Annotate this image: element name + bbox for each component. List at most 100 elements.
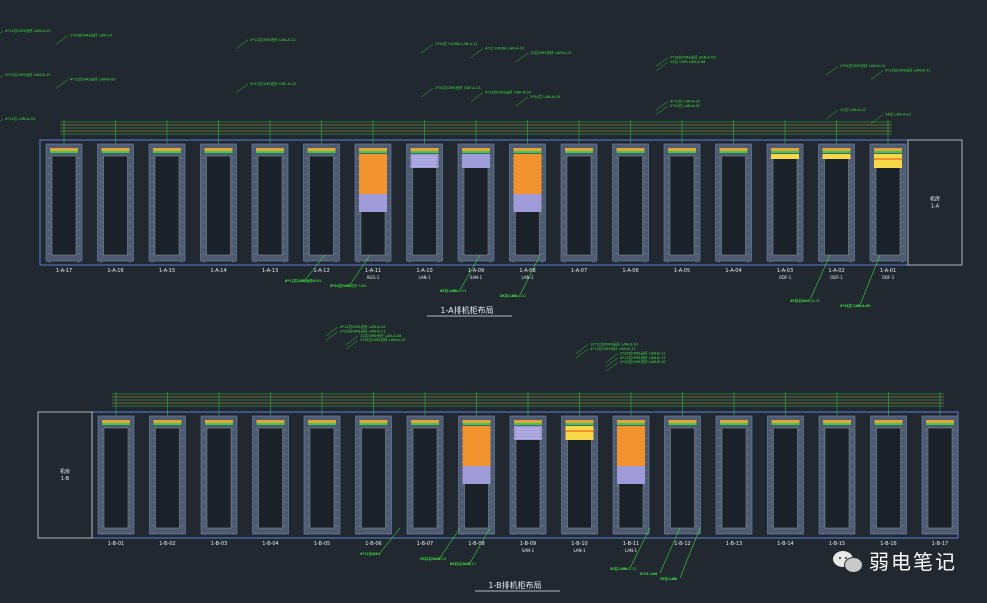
equipment-block-purple — [462, 154, 490, 168]
cable-annotation: 2*24芯OM3光纤 LAN-B-12 — [620, 350, 666, 355]
cabinet-inner — [155, 427, 180, 529]
cable-annotation: 6*12芯 LAN — [450, 561, 471, 566]
cabinet: 1-B-16 — [870, 415, 907, 547]
tray-strip-orange — [771, 148, 799, 151]
cable-annotation: 24芯 LAN-B-11 — [450, 561, 476, 566]
cabinet-label: 1-B-15 — [829, 541, 845, 547]
cable-annotation: 2*24芯OM3光纤 LAN-A-12 — [840, 63, 886, 68]
cable-annotation: 2*24芯 LAN-A-01 — [670, 103, 700, 108]
tray-strip-orange — [153, 148, 181, 151]
tray-strip-green — [719, 151, 748, 153]
tray-strip-orange — [256, 420, 285, 423]
cabinet-label: 1-B-11 — [623, 541, 639, 547]
tray-strip-green — [771, 423, 800, 425]
cabinet-inner — [154, 155, 180, 256]
cable-annotation: 4*24芯 LAN — [330, 283, 351, 288]
leader-line — [345, 335, 359, 345]
cabinet-inner — [875, 155, 901, 256]
leader-line — [420, 88, 434, 98]
cable-annotation: 2*24芯OM3光纤 LAN-B-10 — [620, 359, 666, 364]
cabinet-inner — [618, 155, 643, 256]
equipment-block-purple — [513, 194, 542, 212]
cabinet-label: 1-A-15 — [159, 268, 175, 274]
cabinet-inner — [824, 427, 850, 529]
cabinet-label: 1-B-17 — [932, 541, 948, 547]
cable-annotation: 12*12芯OM3光纤 LAN-B-10 — [590, 342, 639, 347]
cable-annotation: 24芯 OM3 LAN-A-08 — [670, 59, 706, 64]
cabinet: 1-B-13 — [715, 415, 753, 547]
tray-strip-orange — [720, 420, 748, 423]
cabinet-inner — [876, 427, 901, 529]
cabinet: 1-A-16 — [97, 143, 134, 274]
odf-block-yellow — [874, 154, 902, 168]
leader-line — [655, 105, 669, 115]
leader-line — [235, 83, 249, 93]
tray-strip-green — [102, 423, 130, 425]
cabinet-sublabel: ODF-1 — [779, 275, 792, 280]
cabinet: 1-B-07 — [406, 415, 444, 547]
tray-strip-green — [101, 151, 130, 153]
cabinet: 1-B-05 — [303, 415, 341, 547]
cable-annotation: 6*12芯 LAN-A-08 — [285, 278, 316, 283]
tray-strip-orange — [359, 420, 388, 423]
cabinet-inner — [567, 427, 592, 529]
cabinet-inner — [773, 427, 798, 529]
cable-annotation: 2*24芯OM3光纤 LAN — [330, 283, 366, 288]
tray-strip-green — [565, 151, 593, 153]
cabinet-label: 1-A-11 — [365, 268, 381, 274]
cabinet: 1-B-15 — [818, 415, 856, 547]
leader-line — [325, 331, 339, 341]
cabinet-label: 1-B-02 — [159, 541, 175, 547]
cabinet-label: 1-B-12 — [674, 541, 690, 547]
row-a-title: 1-A排机柜布局 — [440, 305, 493, 315]
tray-strip-orange — [565, 420, 594, 423]
tray-strip-orange — [102, 420, 130, 423]
equipment-block-purple — [462, 466, 491, 484]
cabinet-label: 1-B-08 — [468, 541, 484, 547]
tray-strip-green — [462, 151, 490, 153]
cabinet-label: 1-B-13 — [726, 541, 742, 547]
leader-line — [469, 527, 491, 564]
tray-strip-green — [462, 423, 491, 425]
leader-line — [870, 70, 884, 80]
leader-line — [659, 527, 681, 574]
cable-annotation: 12芯OM3光纤 LAN-A-12 — [530, 50, 571, 55]
cable-annotation: 4*12芯OM3光纤 LAN-B-09 — [70, 76, 116, 81]
tray-strip-green — [359, 423, 388, 425]
tray-strip-green — [514, 423, 542, 425]
leader-line — [870, 114, 884, 124]
cabinet: 1-A-07 — [560, 143, 598, 274]
odf-block-yellow — [565, 426, 594, 440]
cable-annotation: 4*12芯 LAN-A-02 — [670, 98, 700, 103]
leader-line — [439, 527, 461, 559]
leader-line — [235, 39, 249, 49]
cabinet: 1-B-01 — [97, 415, 135, 547]
cable-annotation: 4*12 LAN — [360, 552, 377, 556]
leader-line — [605, 362, 619, 372]
tray-strip-green — [50, 151, 78, 153]
cable-annotation: 4*12芯 LAN-A-03 — [5, 116, 35, 121]
cable-annotation: 4*12芯OM3光纤 LAN-B-11 — [885, 68, 931, 73]
leader-line — [825, 66, 839, 76]
cable-annotation: 4*12 LAN-B-11 — [610, 567, 637, 571]
cable-annotation: 2*24芯 CAT6A LAN-A-11 — [435, 41, 478, 46]
row-b-end-room — [37, 411, 93, 539]
leader-line — [629, 527, 651, 569]
tray-strip-orange — [153, 420, 182, 423]
cabinet: 1-B-03 — [200, 415, 238, 547]
row-b-end-room-label: 机房 — [60, 468, 70, 475]
tray-strip-green — [822, 151, 851, 153]
cabinet-label: 1-A-07 — [571, 268, 587, 274]
cabinet-label: 1-A-17 — [56, 268, 72, 274]
cabinet-inner — [515, 427, 541, 529]
tray-strip-orange — [823, 420, 851, 423]
cabinet-inner — [103, 427, 129, 529]
tray-strip-green — [823, 423, 851, 425]
cabinet-label: 1-A-02 — [828, 268, 844, 274]
cabinet-inner — [772, 155, 798, 256]
leader-line — [575, 348, 589, 359]
